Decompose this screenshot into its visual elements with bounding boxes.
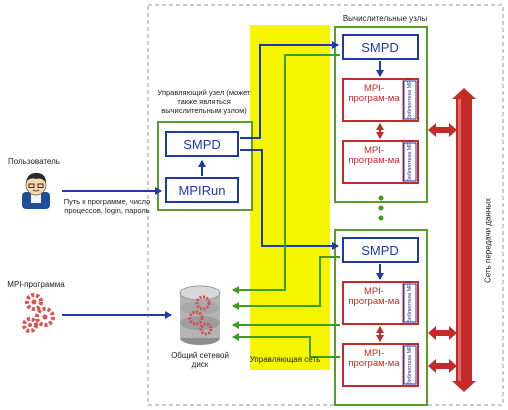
data-network-bus (452, 88, 476, 392)
ellipsis-dot (378, 215, 384, 221)
bottom-mpi2-label: MPI-програм-ма (348, 348, 400, 369)
ellipsis-dot (378, 205, 384, 211)
top-lib1-label: библиотека MPI (407, 78, 413, 120)
mpi-program-input-label: MPI-программа (7, 280, 65, 289)
mpirun-box (165, 177, 239, 203)
gears-icon (22, 293, 55, 333)
data-network-label: Сеть передачи данных (483, 197, 493, 284)
top-lib1-box (403, 80, 417, 120)
user-icon (22, 172, 50, 209)
control-smpd-box (165, 131, 239, 157)
bottom-lib2-box (403, 345, 417, 385)
control-node-label: Управляющий узел (может также являться в… (157, 88, 251, 115)
shared-disk-icon (179, 285, 221, 345)
bottom-lib1-box (403, 283, 417, 323)
top-smpd-label: SMPD (361, 40, 399, 55)
top-lib2-label: библиотека MPI (407, 140, 413, 182)
control-connections (62, 41, 339, 250)
cluster-boundary (147, 4, 504, 406)
user-label: Пользователь (8, 157, 60, 166)
ellipsis-dot (378, 195, 384, 201)
top-smpd-box (342, 34, 419, 60)
top-mpi2-label: MPI-програм-ма (348, 145, 400, 166)
data-link-arrows (428, 123, 457, 373)
disk-connections (232, 54, 340, 358)
bottom-smpd-label: SMPD (361, 243, 399, 258)
bottom-lib2-label: библиотека MPI (407, 343, 413, 385)
bottom-mpi1-label: MPI-програм-ма (348, 286, 400, 307)
bottom-smpd-box (342, 237, 419, 263)
compute-nodes-label: Вычислительные узлы (342, 14, 428, 23)
shared-disk-label: Общий сетевой диск (171, 351, 229, 369)
user-input-label: Путь к программе, число процессов, login… (63, 197, 151, 215)
top-mpi1-label: MPI-програм-ма (348, 83, 400, 104)
control-smpd-label: SMPD (183, 137, 221, 152)
mpirun-label: MPIRun (179, 183, 226, 198)
top-lib2-box (403, 142, 417, 182)
bottom-lib1-label: библиотека MPI (407, 281, 413, 323)
control-network-label: Управляющая сеть (249, 355, 321, 364)
control-network-band (250, 25, 330, 370)
